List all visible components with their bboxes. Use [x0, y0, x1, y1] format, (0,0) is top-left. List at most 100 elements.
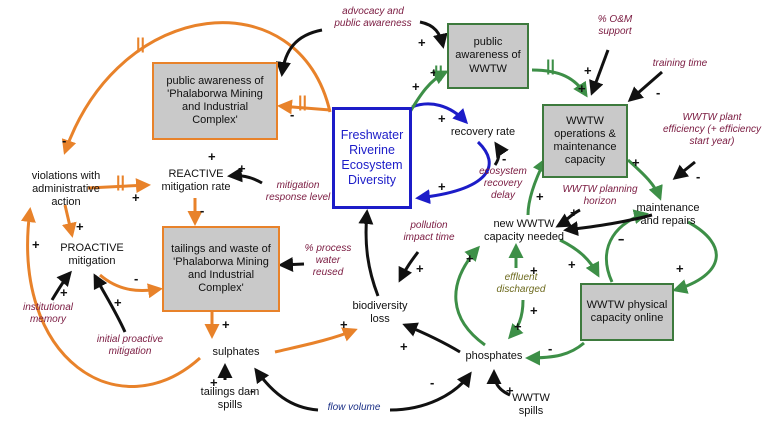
var-recovery-rate: recovery rate	[450, 126, 516, 138]
sign-phosphates-new-capacity: +	[466, 251, 474, 266]
sign-advocacy: +	[418, 35, 426, 50]
link-phosphates-to-biodiversity	[402, 322, 461, 354]
param-mitigation-response-level: mitigation response level	[265, 180, 331, 203]
link-flow-to-phosphates	[389, 371, 472, 412]
link-recovery-rate-to-fed	[415, 140, 491, 205]
link-maintenance-to-new-capacity	[563, 213, 653, 237]
sign-training-time: -	[656, 85, 661, 100]
box-freshwater-riverine-ecosystem-diversity: Freshwater Riverine Ecosystem Diversity	[332, 107, 412, 209]
sign-pollution-impact: +	[416, 261, 424, 276]
param-institutional-memory: institutional memory	[22, 302, 74, 325]
sign-sulphates-biodiversity: +	[340, 317, 348, 332]
sign-operations-maintenance: +	[632, 155, 640, 170]
var-phosphates: phosphates	[465, 350, 523, 362]
param-process-water-reused: % process water reused	[304, 243, 352, 278]
sign-effluent-phosphates: +	[514, 319, 522, 334]
sign-reactive-tailings: -	[200, 203, 205, 218]
var-biodiversity-loss: biodiversity loss	[352, 300, 408, 325]
link-fed-to-wwtw-awareness	[408, 70, 449, 113]
link-proactive-to-tailings	[99, 273, 163, 299]
sign-pa-to-reactive: +	[208, 149, 216, 164]
sign-planning-horizon: +	[570, 205, 578, 220]
link-physical-to-new-capacity	[605, 209, 649, 283]
param-advocacy-public-awareness: advocacy and public awareness	[334, 6, 412, 29]
sign-effluent-new-capacity: +	[530, 263, 538, 278]
sign-flow-sulphates: -	[250, 383, 255, 398]
link-maintenance-to-physical	[672, 220, 718, 294]
var-tailings-dam-spills: tailings dam spills	[200, 386, 260, 411]
sign-maintenance-new-capacity: -	[618, 231, 623, 246]
sign-biodiversity-fed: -	[364, 209, 369, 224]
delay-mark-public-awareness: ||	[298, 94, 307, 111]
box-public-awareness-of-wwtw: public awareness of WWTW	[447, 23, 529, 89]
link-ecosystem-delay-to-recovery	[493, 141, 509, 166]
sign-maintenance-physical: +	[676, 261, 684, 276]
link-mitigation-response-to-reactive	[227, 167, 263, 185]
delay-mark-awareness-operations: ||	[546, 58, 555, 75]
sign-process-water: -	[290, 255, 295, 270]
link-process-water-to-tailings	[278, 256, 305, 272]
link-fed-to-violations-arc	[61, 21, 332, 155]
link-effluent-to-phosphates	[508, 299, 525, 340]
param-ecosystem-recovery-delay: ecosystem recovery delay	[479, 166, 527, 201]
param-pollution-impact-time: pollution impact time	[403, 220, 455, 243]
sign-flow-phosphates: -	[430, 375, 435, 390]
var-maintenance-and-repairs: maintenance and repairs	[636, 202, 700, 227]
link-efficiency-to-maintenance	[672, 160, 696, 180]
box-wwtw-physical-capacity-online: WWTW physical capacity online	[580, 283, 674, 341]
param-flow-volume: flow volume	[327, 402, 381, 413]
link-sulphates-to-biodiversity	[274, 327, 358, 354]
var-new-wwtw-capacity-needed: new WWTW capacity needed	[483, 218, 565, 243]
sign-ecosystem-delay: -	[502, 151, 507, 166]
var-sulphates: sulphates	[212, 346, 260, 358]
link-violations-to-proactive	[61, 204, 77, 238]
link-advocacy-to-wwtw-awareness	[419, 20, 448, 49]
link-new-capacity-to-physical	[559, 238, 600, 278]
sign-new-capacity-physical: +	[568, 257, 576, 272]
link-phosphates-to-new-capacity	[454, 245, 486, 347]
link-fed-to-recovery-rate	[411, 102, 469, 125]
sign-plant-efficiency: -	[696, 169, 701, 184]
link-planning-horizon-to-new-capacity	[555, 208, 581, 228]
sign-physical-loop: +	[530, 303, 538, 318]
sign-phosphates-biodiversity: +	[400, 339, 408, 354]
param-wwtw-plant-efficiency: WWTW plant efficiency (+ efficiency star…	[662, 112, 762, 147]
sign-awareness-operations: +	[578, 81, 586, 96]
link-institutional-memory-to-proactive	[50, 270, 72, 301]
sign-om-support: +	[584, 63, 592, 78]
link-advocacy-to-public-awareness	[276, 28, 323, 77]
sign-spills-sulphates: +	[210, 375, 218, 390]
delay-mark-top-arc: ||	[136, 36, 145, 53]
sign-fed-recovery: +	[438, 111, 446, 126]
link-wwtw-spills-to-phosphates	[486, 369, 511, 397]
link-sulphates-to-violations	[20, 207, 202, 388]
link-fed-to-public-awareness	[277, 99, 331, 115]
link-initial-proactive-to-proactive	[93, 273, 127, 333]
sign-violations-proactive: +	[76, 219, 84, 234]
delay-mark-violations-reactive: ||	[116, 174, 125, 191]
sign-physical-new-capacity: -	[620, 231, 625, 246]
var-violations: violations with administrative action	[31, 170, 101, 208]
sign-sulphates-violations: +	[32, 237, 40, 252]
sign-tailings-sulphates: +	[222, 317, 230, 332]
delay-mark-wwtw-awareness: ||	[434, 64, 443, 81]
param-training-time: training time	[652, 58, 708, 69]
link-operations-to-maintenance	[627, 158, 663, 201]
link-biodiversity-to-fed	[358, 209, 380, 297]
sign-proactive-tailings: -	[134, 271, 139, 286]
sign-recovery-fed: +	[438, 179, 446, 194]
param-effluent-discharged: effluent discharged	[496, 272, 546, 295]
sign-fed-wwtw-awareness: +	[430, 65, 438, 80]
box-tailings-and-waste: tailings and waste of 'Phalaborwa Mining…	[162, 226, 280, 312]
param-wwtw-planning-horizon: WWTW planning horizon	[562, 184, 638, 207]
link-violations-to-reactive	[87, 178, 151, 194]
box-wwtw-operations-capacity: WWTW operations & maintenance capacity	[542, 104, 628, 178]
link-pollution-impact-to-biodiversity	[398, 251, 420, 283]
link-om-support-to-operations	[589, 49, 610, 96]
var-reactive-mitigation-rate: REACTIVE mitigation rate	[161, 168, 231, 193]
link-flow-to-sulphates	[254, 367, 319, 412]
var-proactive-mitigation: PROACTIVE mitigation	[60, 242, 124, 267]
sign-top-arc-end: -	[62, 133, 67, 148]
